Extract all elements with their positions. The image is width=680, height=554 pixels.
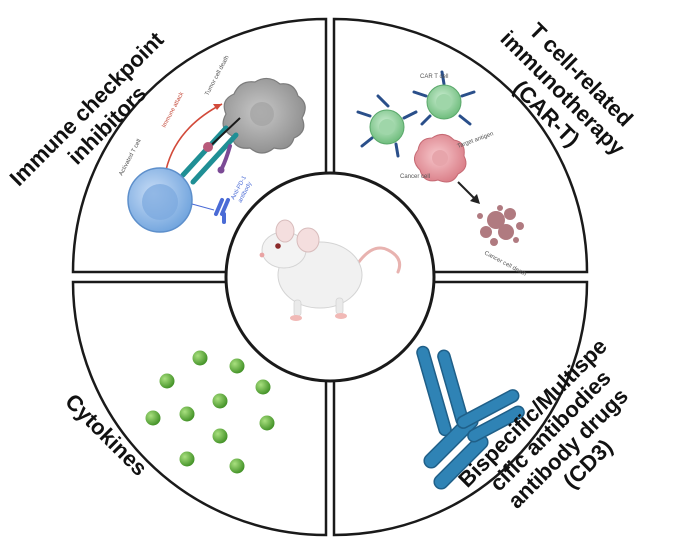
- cytokine-dot-icon: [145, 410, 161, 426]
- car-t-illustration: CAR T cell Target antigen Cancer cell Ca…: [356, 70, 527, 278]
- label-car-t-cell: CAR T cell: [420, 74, 448, 80]
- cytokine-dots: [145, 350, 275, 474]
- cytokine-dot-icon: [255, 379, 271, 395]
- cytokine-dot-icon: [212, 428, 228, 444]
- car-t-cell-icon-2: [412, 70, 476, 126]
- label-cancer-cell: Cancer cell: [400, 174, 430, 180]
- car-t-arrow: [457, 181, 477, 201]
- cytokine-dot-icon: [229, 458, 245, 474]
- mouse-icon: [259, 219, 402, 321]
- cytokine-dot-icon: [192, 350, 208, 366]
- cytokine-dot-icon: [159, 373, 175, 389]
- cytokine-dot-icon: [212, 393, 228, 409]
- immune-attack-arrow: [165, 103, 223, 171]
- car-t-cell-icon: [356, 94, 418, 158]
- cytokine-dot-icon: [259, 415, 275, 431]
- cytokine-dot-icon: [179, 406, 195, 422]
- antibody-icon: [416, 345, 525, 490]
- cytokine-dot-icon: [229, 358, 245, 374]
- anti-pd1-antibody-icon: [214, 198, 230, 224]
- pd1-complex-icon: [180, 117, 241, 185]
- cancer-cell-death-icon: [477, 205, 524, 246]
- cytokine-dot-icon: [179, 451, 195, 467]
